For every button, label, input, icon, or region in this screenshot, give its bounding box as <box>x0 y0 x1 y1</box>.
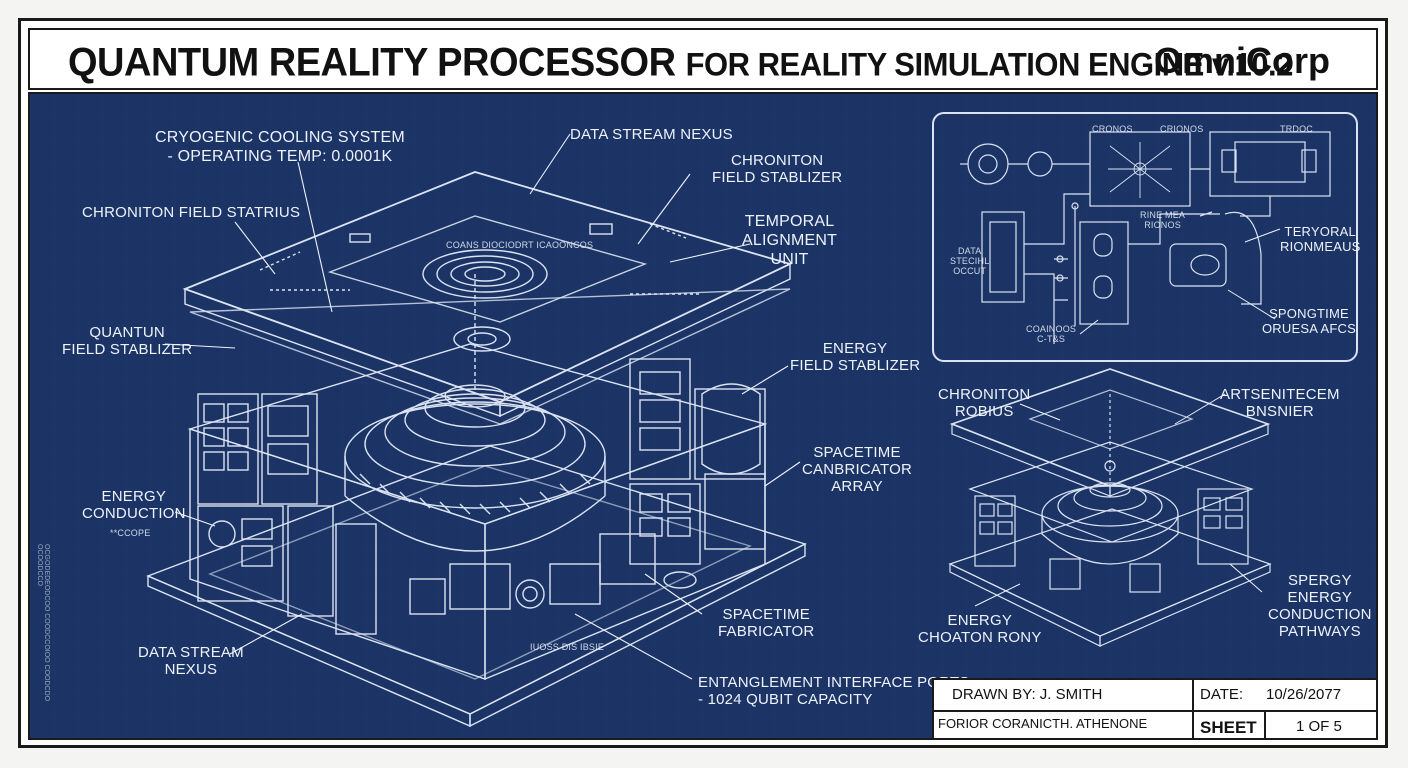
drawn-by: DRAWN BY: J. SMITH <box>952 686 1103 703</box>
label-entanglement-ports: ENTANGLEMENT INTERFACE PORTS - 1024 QUBI… <box>698 674 969 708</box>
sheet-value: 1 OF 5 <box>1296 718 1342 735</box>
title-subtitle: FOR REALITY SIMULATION ENGINE v.10.2 <box>685 46 1294 83</box>
detail-leader-lines <box>1079 228 1281 335</box>
label-data-stream-nexus-bottom: DATA STREAM NEXUS <box>138 644 244 678</box>
date-label: DATE: <box>1200 686 1244 703</box>
blueprint-canvas: OCGODEDEODCOO COODCCOIOO COODCDO OCOODCC… <box>28 92 1378 740</box>
title-bar: QUANTUM REALITY PROCESSOR FOR REALITY SI… <box>28 28 1378 90</box>
main-processor-drawing <box>146 171 807 728</box>
label-base-caption: IUOSS DIS IBSIE <box>530 642 605 652</box>
label-detail-d: COAINOOS C-T&S <box>1026 324 1077 344</box>
title-main: QUANTUM REALITY PROCESSOR <box>68 40 676 86</box>
label-spacetime-fabricator: SPACETIME FABRICATOR <box>718 606 815 640</box>
secondary-leader-lines <box>974 393 1263 607</box>
blueprint-drawing <box>30 94 1376 738</box>
label-artsenitecem: ARTSENITECEM BNSNIER <box>1220 386 1340 420</box>
edge-note: OCGODEDEODCOO COODCCOIOO COODCDO OCOODCC… <box>36 544 50 702</box>
label-quantum-field-stabilizer: QUANTUN FIELD STABLIZER <box>62 324 193 358</box>
secondary-view-drawing <box>948 368 1272 647</box>
date-value: 10/26/2077 <box>1266 686 1342 703</box>
label-cryogenic-cooling: CRYOGENIC COOLING SYSTEM - OPERATING TEM… <box>155 129 405 165</box>
main-leader-lines <box>164 133 801 680</box>
title-block: DRAWN BY: J. SMITH DATE: 10/26/2077 FORI… <box>932 678 1376 738</box>
detail-schematic-box <box>932 112 1358 362</box>
label-temporal-alignment-unit: TEMPORAL ALIGNMENT UNIT <box>742 213 838 268</box>
label-chroniton-field-stabilizer: CHRONITON FIELD STABLIZER <box>712 152 843 186</box>
label-plate-caption: COANS DIOCIODRT ICAOONCOS <box>446 240 594 250</box>
label-energy-choaton: ENERGY CHOATON RONY <box>918 612 1042 646</box>
page-title: QUANTUM REALITY PROCESSOR FOR REALITY SI… <box>68 41 1293 86</box>
label-data-stream-nexus-top: DATA STREAM NEXUS <box>570 126 733 143</box>
sheet-label: SHEET <box>1200 718 1257 737</box>
label-detail-a: CRONOS <box>1092 124 1133 134</box>
label-energy-conduction-sub: **CCOPE <box>110 528 151 538</box>
label-chroniton-field-status: CHRONITON FIELD STATRIUS <box>82 204 301 221</box>
label-spacetime-array: SPACETIME CANBRICATOR ARRAY <box>802 444 912 495</box>
label-energy-conduction: ENERGY CONDUCTION <box>82 488 186 522</box>
label-energy-pathways: SPERGY ENERGY CONDUCTION PATHWAYS <box>1268 572 1372 640</box>
label-detail-c: TRDOC <box>1280 124 1313 134</box>
project-name: FORIOR CORANICTH. ATHENONE <box>938 716 1148 731</box>
detail-schematic-drawing <box>960 131 1331 344</box>
label-spontime: SPONGTIME ORUESA AFCS <box>1262 306 1356 336</box>
label-energy-field-stabilizer: ENERGY FIELD STABLIZER <box>790 340 921 374</box>
label-chroniton-robius: CHRONITON ROBIUS <box>938 386 1031 420</box>
label-data-storage: DATA STECIHL OCCUT <box>950 246 990 276</box>
label-detail-b: CRIONOS <box>1160 124 1204 134</box>
label-temporal-rigs: TERYORAL RIONMEAUS <box>1280 224 1361 254</box>
label-rine-mea: RINE MEA RIONOS <box>1140 210 1186 230</box>
company-name: OmniCorp <box>1154 40 1330 81</box>
